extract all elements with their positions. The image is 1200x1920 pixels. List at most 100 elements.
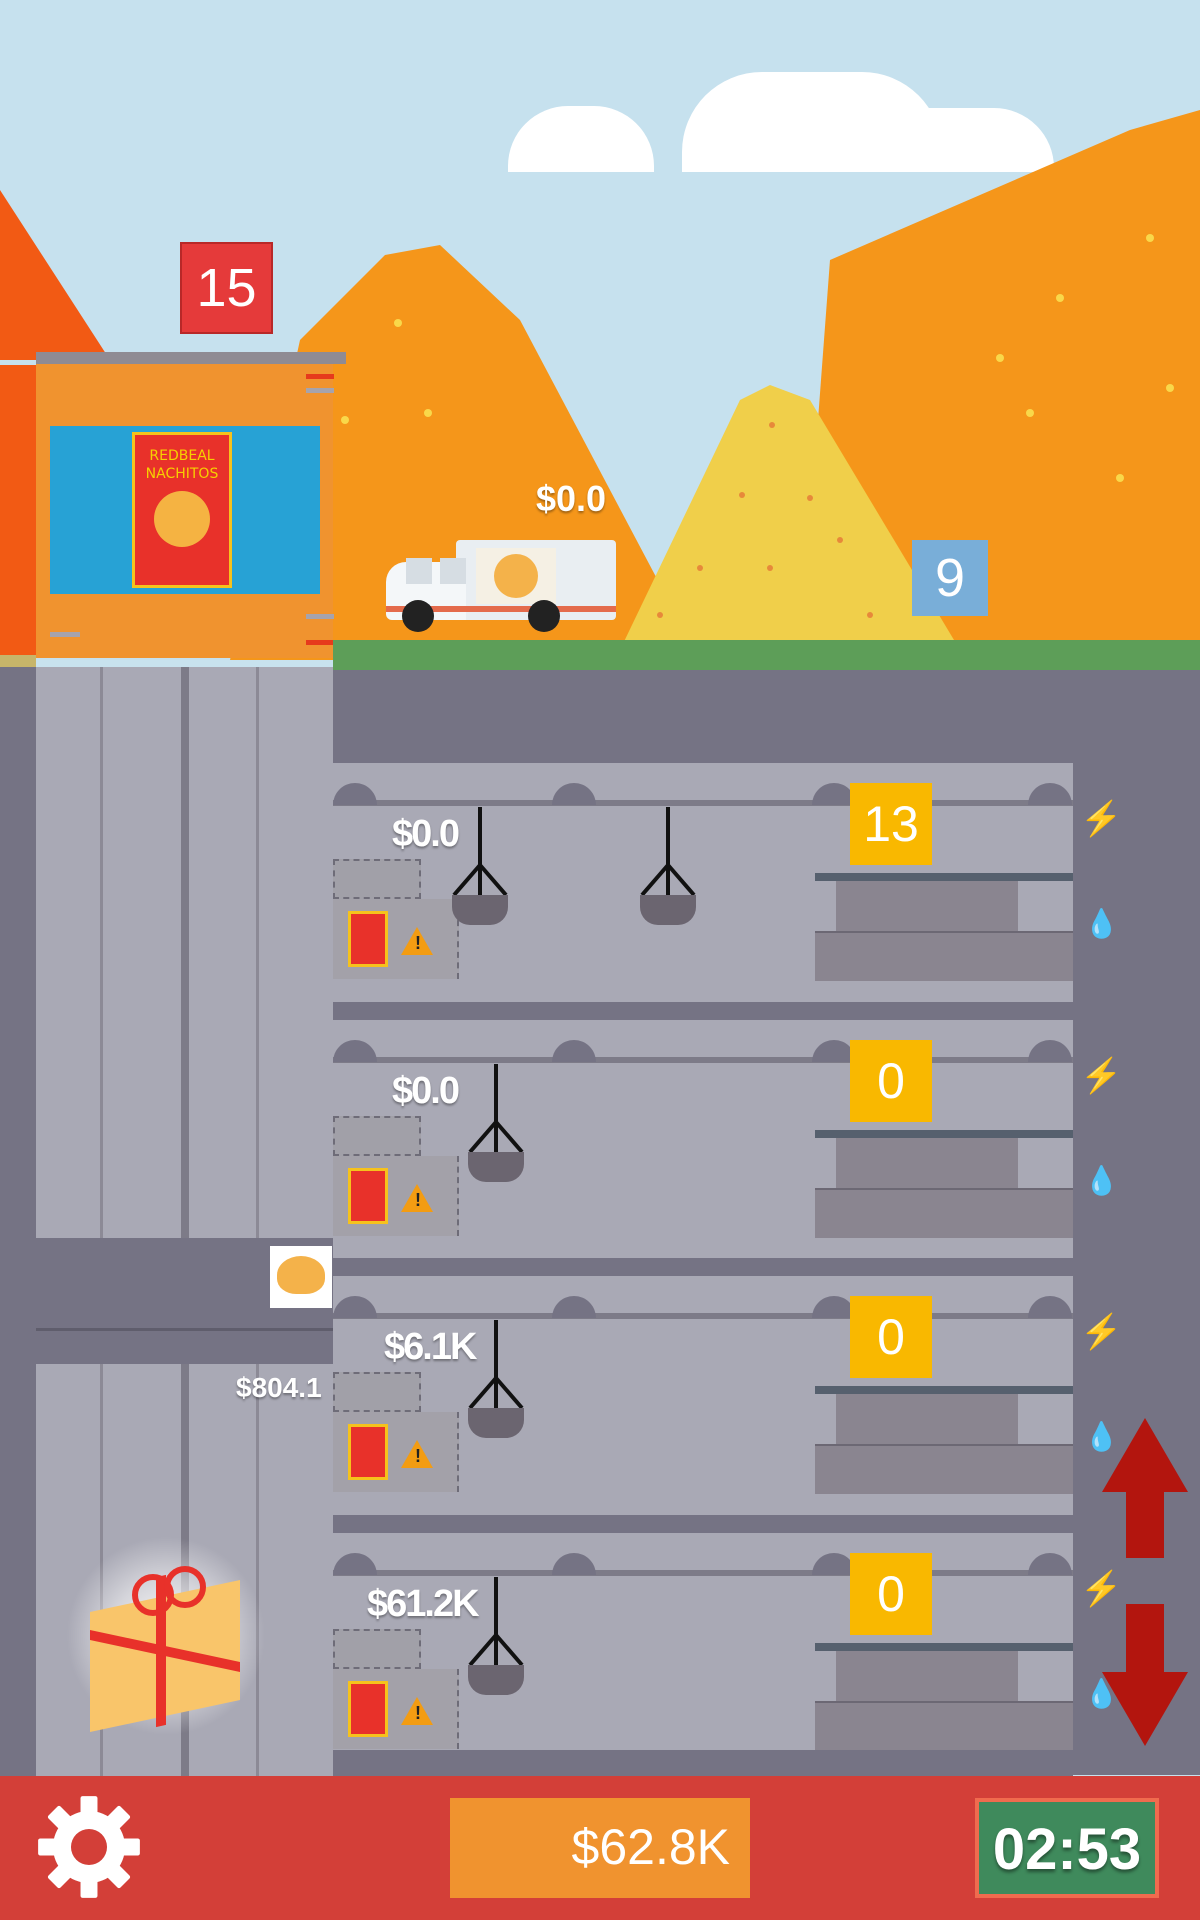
claw-bucket[interactable] [640,895,696,925]
warehouse-roof [36,352,346,364]
claw-arms [468,1374,524,1410]
floor-slab [333,1750,1073,1776]
conveyor-shelf [815,1130,1073,1138]
ceiling-lamp [1028,1040,1072,1062]
ceiling-lamp [1028,783,1072,805]
ore-base [815,1701,1073,1751]
ceiling-lamp [552,1296,596,1318]
storage-shelf [333,1372,421,1412]
timer-value: 02:53 [992,1817,1142,1882]
money-value: $62.8K [571,1819,730,1875]
ceiling-lamp [1028,1553,1072,1575]
floor-amount: $6.1K [384,1326,477,1368]
ore-base [815,1444,1073,1494]
claw-bucket[interactable] [468,1408,524,1438]
ore-pile [836,1394,1018,1450]
ceiling-lamp [812,783,856,805]
ceiling-lamp [552,1553,596,1575]
cloud [508,106,654,172]
storage-shelf [333,859,421,899]
nachos-bag-icon [348,1681,388,1737]
elevator-amount: $804.1 [236,1372,322,1403]
nachos-bag-icon [348,1168,388,1224]
ground-slab [333,670,1200,755]
warehouse-count-badge: 15 [180,242,273,334]
claw-bucket[interactable] [468,1665,524,1695]
delivery-truck[interactable] [386,536,616,632]
floor-ceiling [333,800,1073,806]
warning-icon [401,1440,433,1468]
ceiling-lamp [812,1553,856,1575]
floor-count-badge: 0 [850,1040,932,1122]
grass [333,640,1200,670]
ceiling-lamp [333,1296,377,1318]
ceiling-lamp [552,1040,596,1062]
claw-bucket[interactable] [452,895,508,925]
ceiling-lamp [812,1296,856,1318]
floor-amount: $0.0 [392,813,460,855]
floor-ceiling [333,1570,1073,1576]
conveyor-shelf [815,873,1073,881]
ore-base [815,931,1073,981]
scroll-down-arrow[interactable] [1102,1604,1188,1746]
storage-shelf [333,1629,421,1669]
storage-shelf [333,1116,421,1156]
ore-pile [836,881,1018,937]
ceiling-lamp [552,783,596,805]
nachos-bag-icon [348,911,388,967]
left-wall [0,365,36,655]
timer-panel: 02:53 [975,1798,1159,1898]
ceiling-lamp [333,783,377,805]
claw-cable [478,807,482,865]
floor-ceiling [333,1057,1073,1063]
warehouse-building[interactable]: REDBEAL NACHITOS [36,352,346,658]
floor-count-badge: 0 [850,1553,932,1635]
warning-icon [401,1697,433,1725]
claw-cable [494,1320,498,1378]
money-panel: $62.8K [450,1798,750,1898]
claw-arms [468,1118,524,1154]
scroll-up-arrow[interactable] [1102,1418,1188,1558]
ore-pile [836,1651,1018,1707]
ceiling-lamp [333,1553,377,1575]
gear-icon [38,1796,140,1898]
bag-label: REDBEAL NACHITOS [145,448,219,482]
ore-base [815,1188,1073,1238]
claw-cable [494,1064,498,1122]
claw-bucket[interactable] [468,1152,524,1182]
nachos-bag-icon [348,1424,388,1480]
left-shaft-edge [0,667,36,1777]
ceiling-lamp [1028,1296,1072,1318]
floor-count-badge: 0 [850,1296,932,1378]
water-drop-icon: 💧 [1084,1165,1119,1196]
left-wall-base [0,655,36,667]
cloud [860,108,1054,172]
floor-amount: $0.0 [392,1070,460,1112]
claw-cable [666,807,670,865]
power-icon: ⚡ [1080,1313,1123,1351]
ore-pile [836,1138,1018,1194]
conveyor-shelf [815,1643,1073,1651]
floor-ceiling [333,1313,1073,1319]
claw-arms [452,861,508,897]
floor-count-badge: 13 [850,783,932,865]
warning-icon [401,1184,433,1212]
floor-amount: $61.2K [367,1583,480,1625]
scroll-arrows [1102,1418,1188,1746]
claw-arms [468,1631,524,1667]
truck-count-badge: 9 [912,540,988,616]
nachos-bag: REDBEAL NACHITOS [132,432,232,588]
power-icon: ⚡ [1080,1570,1123,1608]
warning-icon [401,927,433,955]
power-icon: ⚡ [1080,1057,1123,1095]
gift-box[interactable] [66,1536,266,1736]
settings-button[interactable] [36,1794,142,1900]
elevator-operator-avatar[interactable] [270,1246,332,1308]
conveyor-shelf [815,1386,1073,1394]
ceiling-lamp [333,1040,377,1062]
claw-arms [640,861,696,897]
water-drop-icon: 💧 [1084,908,1119,939]
truck-amount: $0.0 [536,478,607,519]
water-drop-icon: 💧 [1084,1421,1119,1452]
power-icon: ⚡ [1080,800,1123,838]
